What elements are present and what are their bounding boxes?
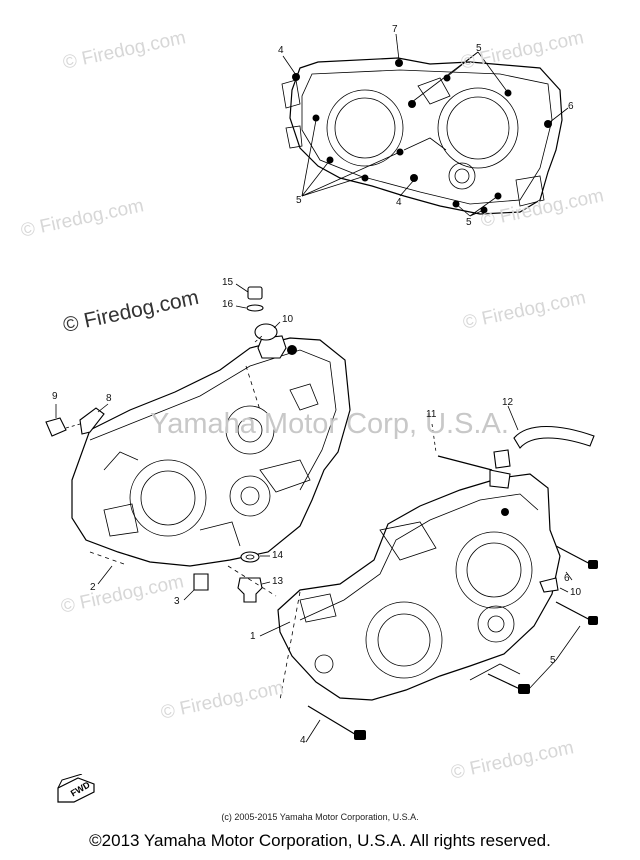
- callout-5: 5: [476, 43, 482, 54]
- callout-10: 10: [282, 314, 294, 325]
- callout-5: 5: [296, 195, 302, 206]
- copyright-line: ©2013 Yamaha Motor Corporation, U.S.A. A…: [89, 831, 551, 850]
- callout-10: 10: [570, 587, 582, 598]
- crankcase-right-half: [277, 469, 561, 701]
- stud-bolt: [437, 455, 493, 471]
- alignment-guides: [89, 365, 301, 701]
- callout-4: 4: [300, 735, 306, 746]
- callout-14: 14: [272, 550, 284, 561]
- callout-8: 8: [106, 393, 112, 404]
- filler-bolt-assembly: [235, 283, 281, 343]
- right-case-bolts: [305, 545, 598, 743]
- crankcase-left-half: [71, 335, 351, 567]
- callout-11: 11: [426, 409, 437, 420]
- callout-15: 15: [222, 277, 234, 288]
- callout-1: 1: [250, 631, 256, 642]
- callout-5: 5: [550, 655, 556, 666]
- callout-12: 12: [502, 397, 514, 408]
- callout-3: 3: [174, 596, 180, 607]
- leader-2: [97, 565, 113, 585]
- leader-1: [259, 621, 291, 637]
- callout-6: 6: [564, 573, 570, 584]
- callout-5: 5: [466, 217, 472, 228]
- watermark-yamaha: Yamaha Motor Corp, U.S.A.: [150, 408, 509, 440]
- crankcase-top-view: [281, 33, 569, 217]
- callout-4: 4: [278, 45, 284, 56]
- callout-13: 13: [272, 576, 284, 587]
- callout-6: 6: [568, 101, 574, 112]
- callout-16: 16: [222, 299, 234, 310]
- clamp-assembly: [45, 403, 109, 437]
- breather-hose: [493, 405, 595, 469]
- credit-line: (c) 2005-2015 Yamaha Motor Corporation, …: [221, 812, 419, 822]
- drain-plug-assembly: [183, 551, 271, 603]
- callout-9: 9: [52, 391, 58, 402]
- callout-7: 7: [392, 24, 398, 35]
- callout-4: 4: [396, 197, 402, 208]
- forward-arrow-icon: [57, 774, 95, 803]
- callout-2: 2: [90, 582, 96, 593]
